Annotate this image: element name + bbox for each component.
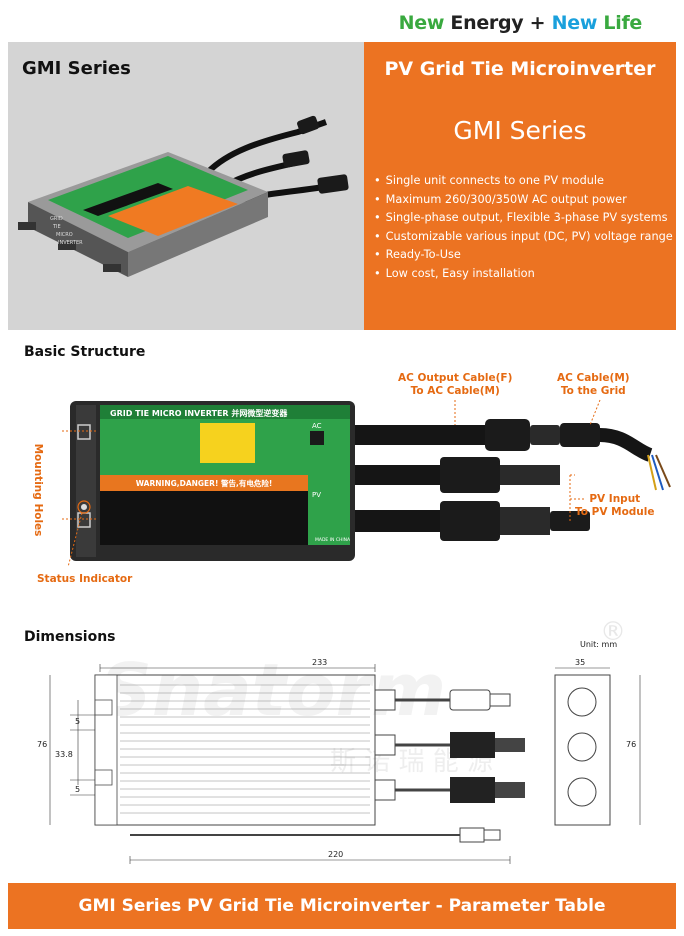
feature-item: Ready-To-Use [374, 246, 673, 265]
feature-item: Maximum 260/300/350W AC output power [374, 191, 673, 210]
hole-gap-dim: 33.8 [55, 750, 73, 759]
mounting-holes-label: Mounting Holes [30, 430, 46, 550]
height-left-dim: 76 [37, 740, 47, 749]
product-photo: GRID TIE MICRO INVERTER [18, 115, 349, 277]
dimension-drawing: Snatorm 斯 诺 瑞 能 源 ® Unit: mm 233 76 33.8… [37, 620, 641, 864]
pv-input-label-line1: PV Input [589, 493, 641, 505]
photo-side-text-4: INVERTER [58, 240, 83, 246]
basic-structure-title: Basic Structure [24, 344, 146, 360]
tagline-energy: Energy + [450, 12, 546, 34]
dimensions-title: Dimensions [24, 629, 116, 645]
feature-item: Customizable various input (DC, PV) volt… [374, 228, 673, 247]
ac-cable-label-line2: To the Grid [560, 385, 626, 397]
hole-top-dim: 5 [75, 717, 80, 726]
parameter-table-banner: GMI Series PV Grid Tie Microinverter - P… [8, 883, 676, 929]
header-tagline: New Energy + New Life [398, 12, 643, 34]
ac-output-label-line2: To AC Cable(M) [410, 385, 500, 397]
hero-left-title: GMI Series [22, 58, 131, 79]
tagline-new-1: New [398, 12, 445, 34]
tagline-new-2: New [551, 12, 598, 34]
pv-tag: PV [312, 491, 321, 499]
structure-diagram: GRID TIE MICRO INVERTER 并网微型逆变器 WARNING,… [60, 399, 671, 568]
ac-output-label: AC Output Cable(F) To AC Cable(M) [398, 372, 512, 398]
hero-left-panel: GMI Series GRID TIE MICRO INVERTER [8, 42, 364, 330]
registered-mark: ® [600, 620, 626, 647]
pv-input-label: PV Input To PV Module [575, 493, 655, 519]
ac-cable-label-line1: AC Cable(M) [557, 372, 630, 384]
hole-bottom-dim: 5 [75, 785, 80, 794]
hero-right-title: PV Grid Tie Microinverter [384, 58, 656, 80]
device-header-text: GRID TIE MICRO INVERTER 并网微型逆变器 [110, 408, 288, 418]
pv-input-label-line2: To PV Module [575, 506, 655, 518]
cable-dim: 220 [328, 850, 343, 859]
ac-cable-label: AC Cable(M) To the Grid [557, 372, 630, 398]
feature-item: Low cost, Easy installation [374, 265, 673, 284]
length-dim: 233 [312, 658, 327, 667]
ac-tag: AC [312, 422, 322, 430]
feature-item: Single unit connects to one PV module [374, 172, 673, 191]
device-warning-text: WARNING,DANGER! 警告,有电危险! [136, 478, 273, 488]
hero-right-panel: PV Grid Tie Microinverter GMI Series Sin… [364, 42, 676, 330]
ac-output-label-line1: AC Output Cable(F) [398, 372, 513, 384]
mounting-holes-text: Mounting Holes [32, 443, 44, 537]
tagline-life: Life [603, 12, 642, 34]
hero-right-subtitle: GMI Series [453, 116, 587, 145]
height-right-dim: 76 [626, 740, 636, 749]
feature-list: Single unit connects to one PV module Ma… [374, 172, 673, 283]
photo-side-text-3: MICRO [56, 232, 73, 238]
made-in-text: MADE IN CHINA [315, 537, 351, 543]
status-indicator-label: Status Indicator [37, 573, 133, 585]
photo-side-text-2: TIE [52, 224, 61, 230]
width-dim: 35 [575, 658, 585, 667]
feature-item: Single-phase output, Flexible 3-phase PV… [374, 209, 673, 228]
unit-label: Unit: mm [580, 640, 617, 649]
photo-side-text-1: GRID [50, 216, 63, 222]
